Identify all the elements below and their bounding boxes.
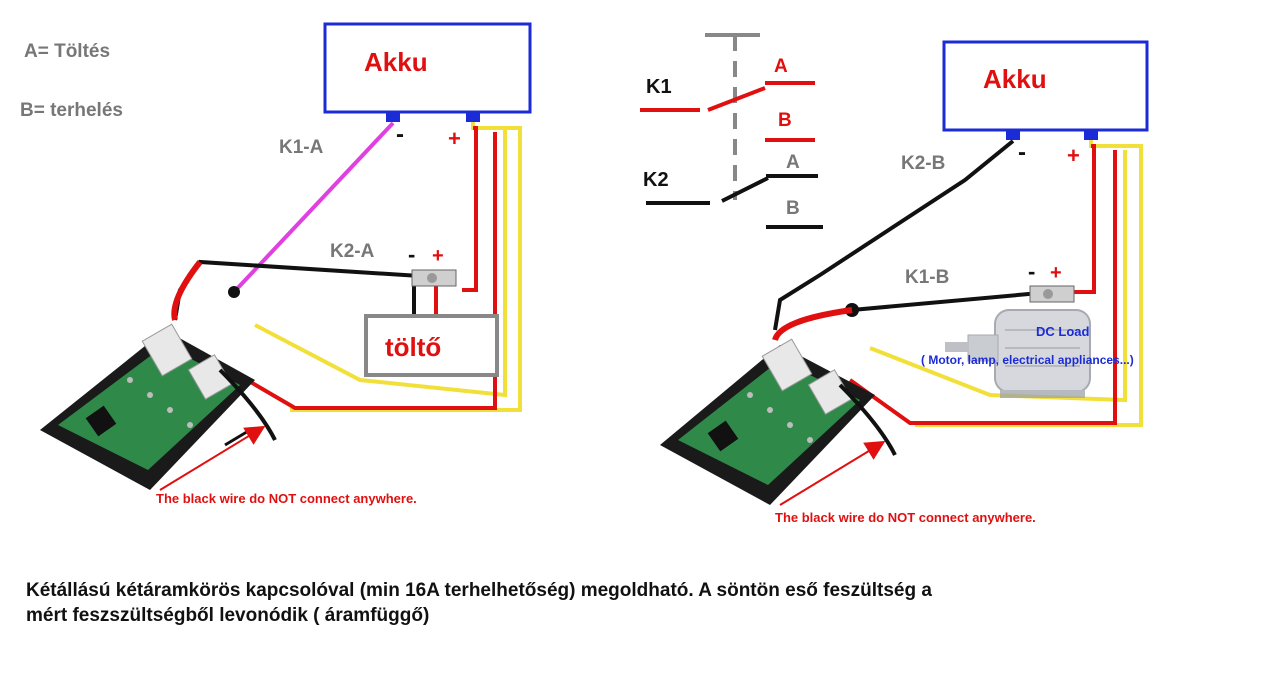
switch-diagram: K1 K2 A B A B xyxy=(640,33,823,229)
battery-left-pos-terminal xyxy=(466,112,480,122)
caption-line-2: mért feszszültségből levonódik ( áramfüg… xyxy=(26,605,430,626)
wire-red-left-bottom xyxy=(228,132,497,410)
wire-k1a xyxy=(232,121,395,294)
wire-black-left xyxy=(173,259,421,321)
note-left: The black wire do NOT connect anywhere. xyxy=(156,491,417,506)
k1b-minus: - xyxy=(1028,259,1035,284)
charger-label: töltő xyxy=(385,332,441,362)
legend-charge: A= Töltés xyxy=(24,41,110,62)
label-k2a: K2-A xyxy=(330,241,375,262)
battery-left xyxy=(323,22,532,114)
k2a-minus: - xyxy=(408,242,415,267)
battery-right-label: Akku xyxy=(983,64,1047,94)
note-arrow-right xyxy=(779,440,886,506)
k1b-terminal-screw xyxy=(1043,289,1053,299)
battery-right-neg-terminal xyxy=(1006,130,1020,140)
k2-blade xyxy=(721,176,769,203)
meter-module-right xyxy=(660,307,897,505)
switch-label-k2-b: B xyxy=(786,198,800,219)
switch-label-k2-a: A xyxy=(786,152,800,173)
battery-right xyxy=(942,40,1149,132)
wire-k2b xyxy=(773,139,1015,331)
battery-left-neg-terminal xyxy=(386,112,400,122)
wire-red-left-top xyxy=(462,126,478,292)
label-k2b: K2-B xyxy=(901,153,945,174)
wire-red-right-top xyxy=(1070,144,1096,294)
wire-yellow-left-inner xyxy=(254,130,507,398)
note-arrow-left xyxy=(159,425,266,491)
caption-line-1: Kétállású kétáramkörös kapcsolóval (min … xyxy=(26,580,932,601)
battery-left-minus: - xyxy=(396,121,404,148)
k2a-terminal-screw xyxy=(427,273,437,283)
battery-right-pos-terminal xyxy=(1084,130,1098,140)
load-desc: ( Motor, lamp, electrical appliances...) xyxy=(921,353,1134,367)
switch-label-k1-b: B xyxy=(778,110,792,131)
k2a-plus: + xyxy=(432,245,444,267)
switch-label-k1-a: A xyxy=(774,56,788,77)
legend-load: B= terhelés xyxy=(20,100,123,121)
switch-label-k1: K1 xyxy=(646,76,672,98)
note-right: The black wire do NOT connect anywhere. xyxy=(775,510,1036,525)
junction-left xyxy=(228,286,240,298)
charger-box xyxy=(364,314,499,377)
battery-right-minus: - xyxy=(1018,139,1026,166)
load-title: DC Load xyxy=(1036,324,1090,339)
label-k1a: K1-A xyxy=(279,137,324,158)
switch-label-k2: K2 xyxy=(643,169,669,191)
wire-red-right-bottom xyxy=(848,150,1117,425)
k1b-plus: + xyxy=(1050,262,1062,284)
battery-left-plus: + xyxy=(448,126,461,151)
battery-left-label: Akku xyxy=(364,47,428,77)
label-k1b: K1-B xyxy=(905,267,949,288)
dc-load-motor xyxy=(945,309,1091,398)
battery-right-plus: + xyxy=(1067,143,1080,168)
wire-k1b xyxy=(851,291,1041,312)
k1-blade xyxy=(707,86,766,112)
caption: Kétállású kétáramkörös kapcsolóval (min … xyxy=(26,578,1226,628)
meter-module-left xyxy=(40,260,277,490)
